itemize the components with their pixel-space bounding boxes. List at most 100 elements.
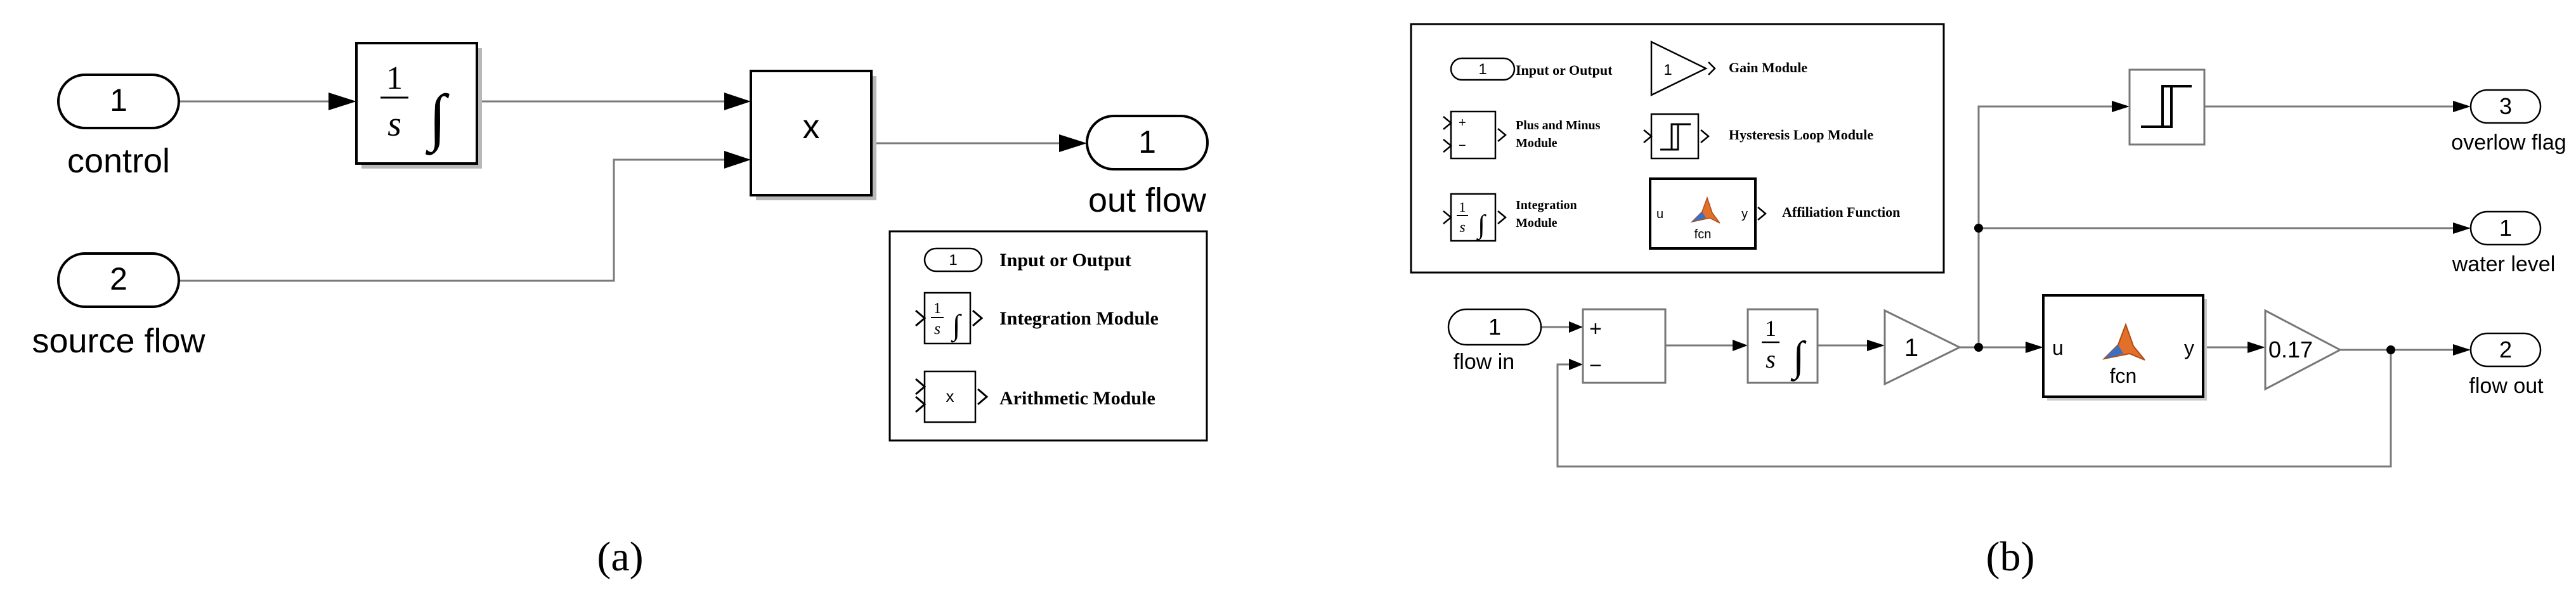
integrator-b-symbol: ∫ (1790, 333, 1807, 382)
legend-a-int-symbol: ∫ (951, 309, 962, 343)
port-flow-in (1447, 308, 1542, 346)
fcn-matlab-logo-shade (2104, 345, 2123, 359)
arrow-hysteresis-in (2112, 101, 2130, 112)
product-symbol: x (803, 108, 820, 146)
legend-a-int-denominator: s (934, 319, 940, 338)
junction-gain-out (1974, 343, 1983, 352)
port-out-flow-label: out flow (1088, 181, 1207, 219)
port-flow-in-label: flow in (1454, 350, 1514, 374)
port-source-flow-number: 2 (110, 261, 127, 297)
legend-b-hyst-label: Hysteresis Loop Module (1729, 127, 1873, 143)
legend-b-fcn-label: Affiliation Function (1782, 204, 1900, 220)
fcn-name: fcn (2110, 364, 2137, 387)
fcn-in-port: u (2052, 337, 2064, 359)
caption-b: (b) (1986, 534, 2035, 580)
legend-b-int-icon (1450, 193, 1497, 242)
legend-a-arith-icon (923, 370, 977, 423)
legend-b-fcn-out: y (1741, 207, 1748, 221)
sum-minus: − (1589, 354, 1602, 378)
legend-b-sum-icon (1450, 110, 1497, 160)
arrow-integrator-in-b (1733, 340, 1748, 351)
wire-feedback (1556, 350, 2392, 468)
junction-water-level (1974, 224, 1983, 233)
hysteresis-block (2128, 68, 2206, 146)
arrow-water-level-in (2453, 222, 2471, 234)
arrow-gain2-in (2247, 342, 2265, 353)
wire-source-to-product (179, 158, 724, 282)
legend-b-gain-label: Gain Module (1729, 60, 1807, 75)
legend-a: 1 Input or Output 1 s ∫ Integration Modu… (888, 230, 1208, 442)
legend-b-sum-in-chevron-1 (1443, 116, 1452, 130)
legend-b-io-icon (1450, 57, 1516, 81)
legend-a-int-out-chevron (972, 309, 984, 327)
legend-b-int-numerator: 1 (1459, 199, 1466, 215)
legend-a-arith-in-chevron-2 (915, 395, 927, 413)
caption-a: (a) (597, 534, 643, 580)
panel-b: 1 Input or Output 1 Gain Module + − Plus… (1410, 23, 2566, 580)
panel-a: 1 control 2 source flow 1 s ∫ x 1 out fl… (32, 42, 1209, 580)
fcn-block (2042, 294, 2204, 398)
legend-b-gain-value: 1 (1663, 61, 1672, 79)
legend-b-hyst-icon (1650, 113, 1700, 160)
legend-b-gain-out-chevron (1708, 61, 1716, 75)
arrow-out-in (1059, 134, 1087, 152)
port-control-number: 1 (110, 82, 127, 118)
port-out-flow-number: 1 (1138, 124, 1156, 160)
sum-block (1582, 308, 1667, 384)
legend-a-int-in-chevron (915, 309, 927, 327)
port-control (57, 74, 180, 129)
legend-a-int-numerator: 1 (933, 300, 941, 317)
legend-b-fcn-in: u (1656, 207, 1663, 221)
legend-b-hyst-in-chevron (1643, 129, 1653, 143)
sum-plus: + (1589, 317, 1602, 341)
port-water-level (2469, 210, 2542, 246)
port-source-flow (57, 252, 180, 308)
legend-a-arith-out-chevron (977, 388, 989, 406)
legend-a-arith-symbol: x (946, 387, 954, 406)
port-flow-out-number: 2 (2499, 337, 2512, 363)
legend-b-sum-label-1: Plus and Minus (1516, 119, 1601, 132)
port-flow-out-label: flow out (2469, 374, 2544, 398)
arrow-sum-in-plus (1569, 321, 1583, 333)
legend-b-fcn-name: fcn (1695, 228, 1712, 241)
legend-b-gain-icon (1650, 40, 1708, 97)
arrow-product-in-2 (724, 151, 751, 169)
port-flow-out (2469, 332, 2542, 368)
port-overflow-flag-label: overlow flag (2451, 131, 2566, 155)
wire-branch-to-hysteresis (1977, 105, 2112, 347)
port-water-level-number: 1 (2499, 215, 2512, 241)
port-flow-in-number: 1 (1488, 314, 1501, 340)
port-source-flow-label: source flow (32, 322, 205, 360)
legend-b-sum-out-chevron (1497, 128, 1507, 142)
integrator-b-denominator: s (1766, 345, 1776, 373)
port-out-flow (1086, 115, 1209, 170)
hysteresis-loop-icon (2141, 85, 2192, 128)
legend-b-int-in-chevron (1443, 210, 1452, 224)
arrow-integrator-in (329, 93, 356, 110)
legend-b-hyst-loop-icon (1660, 123, 1691, 151)
arrow-flowout-in (2453, 344, 2471, 356)
legend-b-hyst-out-chevron (1700, 129, 1710, 143)
arrow-gain-in (1867, 340, 1885, 351)
legend-a-arith-in-chevron-1 (915, 378, 927, 395)
gain2-block (2264, 309, 2343, 391)
integrator-block (355, 42, 478, 165)
arrow-product-in-1 (724, 93, 751, 110)
integrator-numerator: 1 (386, 60, 403, 96)
legend-b-matlab-logo-shade (1692, 212, 1706, 222)
arrow-sum-in-minus (1569, 359, 1583, 370)
port-overflow-flag (2469, 89, 2542, 124)
legend-b: 1 Input or Output 1 Gain Module + − Plus… (1410, 23, 1945, 274)
legend-b-io-number: 1 (1478, 61, 1486, 78)
port-control-label: control (67, 142, 170, 180)
junction-flowout (2386, 345, 2395, 354)
legend-b-sum-label-2: Module (1516, 136, 1558, 150)
product-block (750, 70, 873, 196)
gain1-value: 1 (1904, 334, 1918, 362)
legend-b-int-symbol: ∫ (1476, 210, 1486, 241)
integrator-b-block (1747, 308, 1819, 384)
port-overflow-flag-number: 3 (2499, 93, 2512, 119)
legend-a-arith-label: Arithmetic Module (999, 388, 1155, 409)
legend-b-sum-plus: + (1459, 116, 1466, 130)
